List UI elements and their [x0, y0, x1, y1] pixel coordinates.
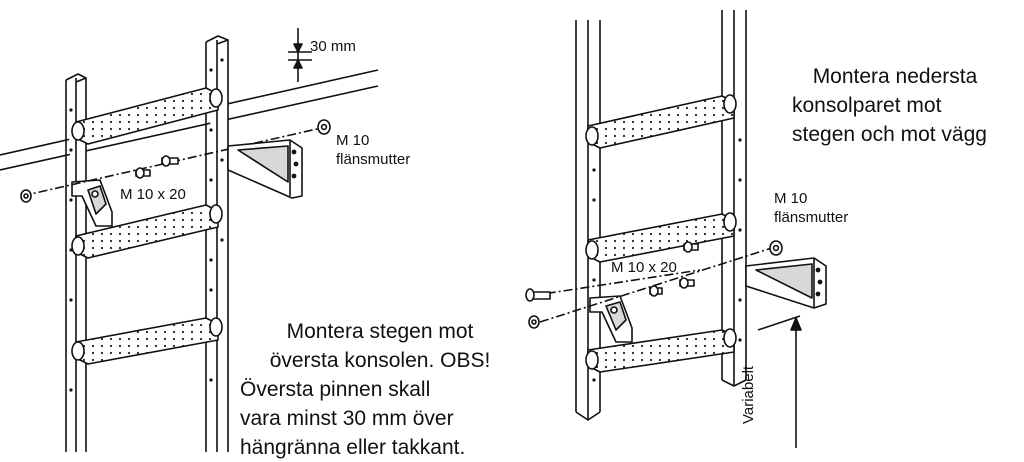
right-rung-3 — [585, 328, 737, 373]
left-nut-label-line1: M 10 — [336, 132, 370, 149]
left-rail-bracket — [71, 179, 113, 227]
gap-dimension-label: 30 mm — [310, 38, 356, 55]
left-bolt-label: M 10 x 20 — [120, 186, 186, 203]
right-nut-label-line2: flänsmutter — [774, 209, 849, 226]
right-instruction-line: konsolparet mot — [792, 94, 942, 117]
left-nut-far — [20, 189, 32, 203]
right-rung-1 — [585, 94, 737, 149]
right-nut-label-line1: M 10 — [774, 190, 808, 207]
right-assembly-line-upper — [539, 245, 779, 323]
left-instruction-line: vara minst 30 mm över — [240, 407, 454, 430]
variable-label: Variabelt — [740, 365, 757, 424]
left-instruction-text: Montera stegen mot översta konsolen. OBS… — [240, 317, 520, 462]
dimension-30mm — [288, 28, 312, 82]
rail-holes — [69, 58, 224, 392]
right-rail-bracket — [589, 295, 633, 343]
right-bolt-2 — [679, 277, 695, 289]
left-wall-bracket — [227, 139, 303, 199]
right-bolt-mid — [649, 285, 663, 297]
right-rung-2 — [585, 212, 737, 263]
right-bolt-far — [525, 288, 551, 302]
left-rung-1 — [71, 87, 223, 145]
left-nut-label-line2: flänsmutter — [336, 151, 411, 168]
left-bolt-1 — [135, 167, 151, 179]
right-flange-nut — [769, 240, 783, 256]
left-instruction-line: översta konsolen. OBS! — [269, 349, 491, 372]
right-instruction-text: Montera nedersta konsolparet mot stegen … — [770, 62, 1020, 149]
right-instruction-line: Montera nedersta — [812, 65, 978, 88]
right-nut-far — [528, 315, 540, 329]
right-ladder-rail-right — [721, 10, 747, 387]
left-flange-nut — [317, 119, 331, 135]
left-bolt-2 — [161, 155, 179, 167]
right-bolt-top — [683, 241, 699, 253]
left-instruction-line: Översta pinnen skall — [240, 378, 431, 401]
right-ladder-figure — [525, 10, 827, 448]
left-instruction-line: hängränna eller takkant. — [240, 436, 466, 459]
left-instruction-line: Montera stegen mot — [286, 320, 474, 343]
left-rung-2 — [71, 204, 223, 259]
variable-distance-arrow — [757, 315, 802, 448]
right-bolt-label: M 10 x 20 — [611, 259, 677, 276]
right-wall-bracket — [745, 257, 827, 309]
right-assembly-line-lower — [529, 269, 701, 297]
left-rung-3 — [71, 317, 223, 365]
left-ladder-figure — [0, 28, 379, 452]
right-instruction-line: stegen och mot vägg — [792, 123, 987, 146]
